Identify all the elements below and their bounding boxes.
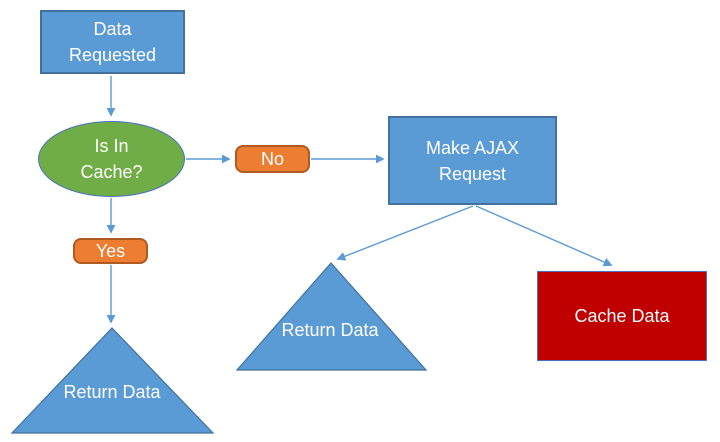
return-data-triangle-middle bbox=[235, 262, 428, 371]
node-no: No bbox=[235, 145, 310, 173]
node-yes: Yes bbox=[73, 238, 148, 264]
node-data-requested: Data Requested bbox=[40, 10, 185, 74]
node-is-in-cache: Is In Cache? bbox=[38, 121, 185, 197]
node-no-label: No bbox=[260, 149, 284, 169]
node-data-requested-label: Data Requested bbox=[68, 19, 157, 65]
connector-make-ajax-request-to-cache-data bbox=[475, 205, 613, 267]
node-return-data-left-label: Return Data bbox=[63, 382, 161, 402]
node-return-data-middle-label: Return Data bbox=[281, 320, 379, 340]
connector-make-ajax-request-to-return-data-middle bbox=[336, 205, 474, 261]
node-make-ajax-request-label: Make AJAX Request bbox=[425, 137, 520, 184]
node-is-in-cache-label: Is In Cache? bbox=[80, 136, 143, 182]
node-cache-data: Cache Data bbox=[537, 271, 707, 361]
node-yes-label: Yes bbox=[95, 241, 126, 261]
node-cache-data-label: Cache Data bbox=[574, 306, 670, 326]
node-make-ajax-request: Make AJAX Request bbox=[388, 116, 557, 205]
return-data-triangle-left bbox=[10, 327, 215, 434]
